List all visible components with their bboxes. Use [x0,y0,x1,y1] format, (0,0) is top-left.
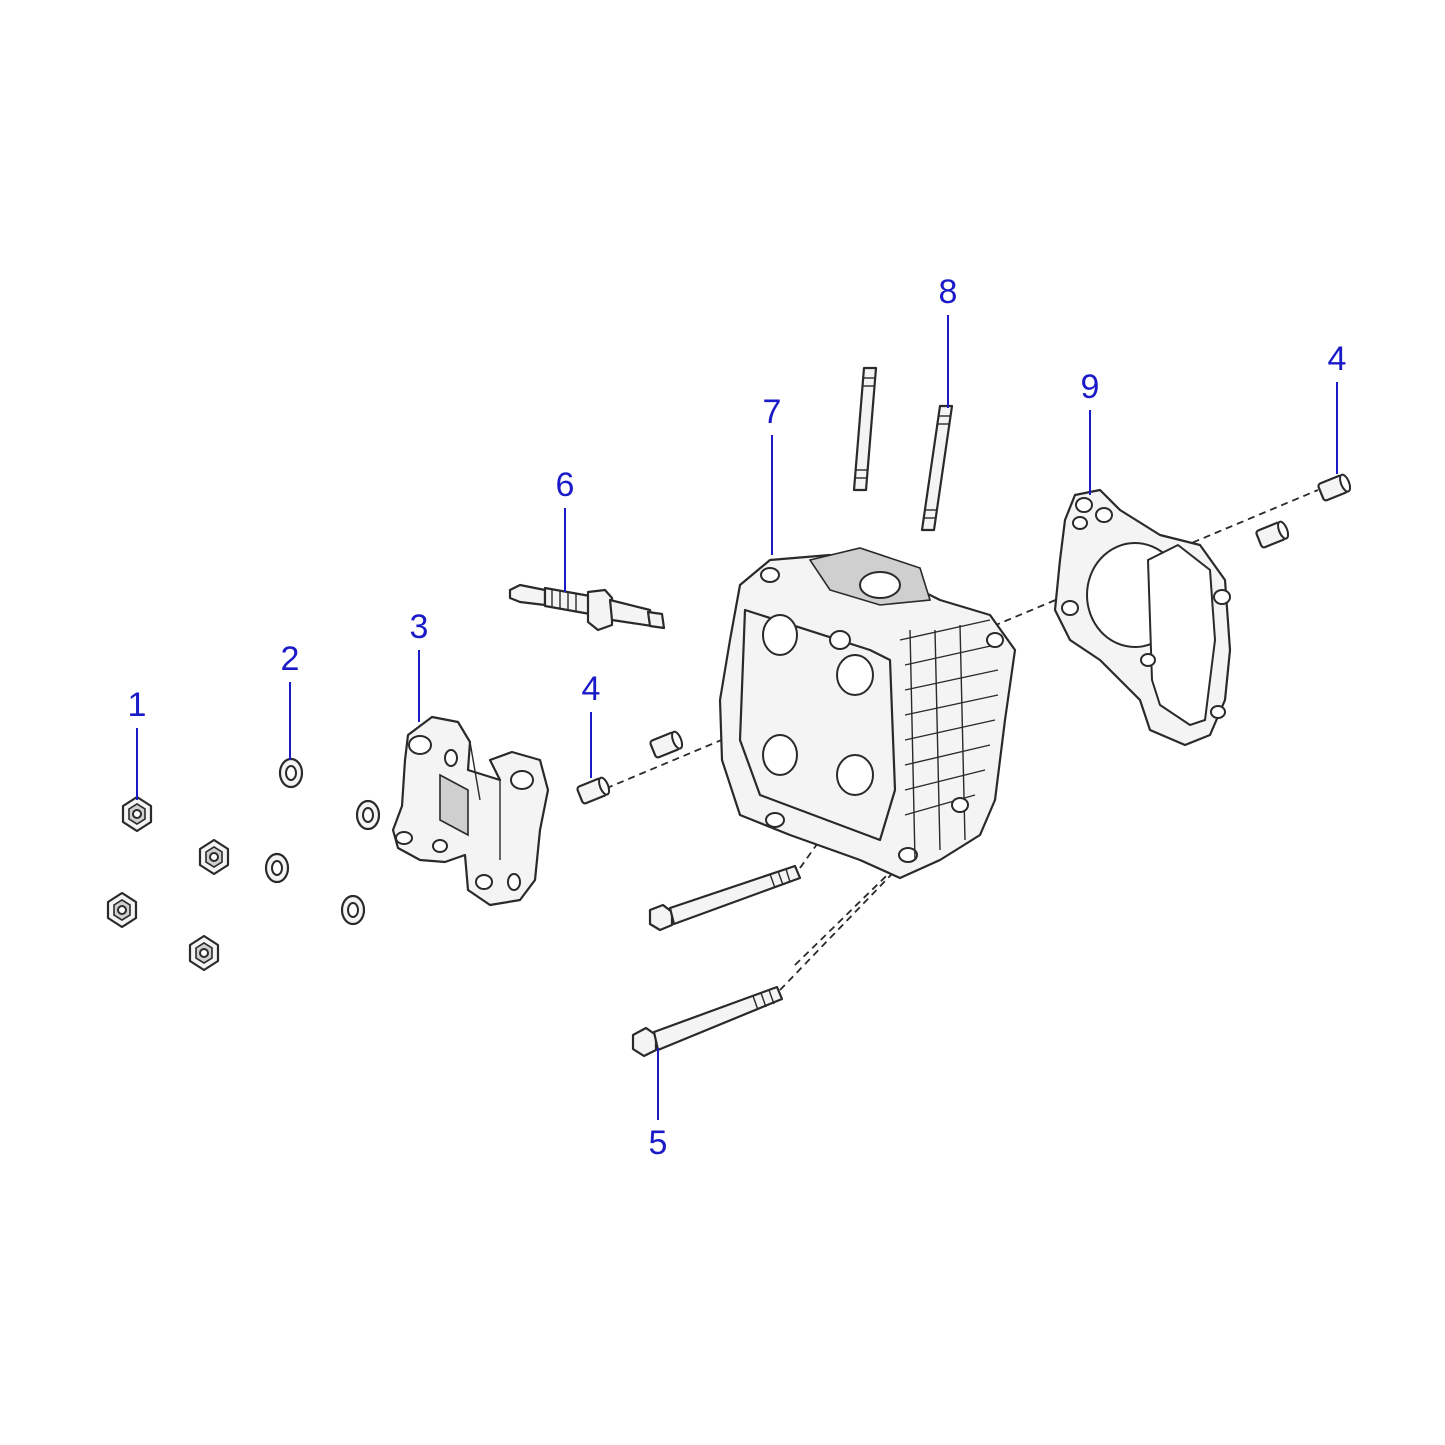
flange-nut [188,934,220,972]
flange-nut [198,838,230,876]
long-bolt [631,985,784,1058]
callout-leaders [136,315,1338,1120]
flange-nuts [106,795,230,972]
head-gasket [1053,488,1232,747]
washer [355,799,381,831]
callout-9: 9 [1081,368,1100,406]
callout-4-left: 4 [582,670,601,708]
callout-5: 5 [649,1124,668,1162]
cylinder-head [718,547,1017,880]
dowel-pin [1255,520,1290,549]
stud [852,366,878,492]
callout-8: 8 [939,273,958,311]
long-bolt [648,864,802,932]
callout-6: 6 [556,466,575,504]
rocker-bracket [391,715,550,907]
washer [264,852,290,884]
spark-plug [508,583,666,632]
dowel-pins [576,473,1352,805]
dowel-pin [649,730,684,759]
washers [264,757,381,926]
callout-3: 3 [410,608,429,646]
callout-7: 7 [763,393,782,431]
washer [340,894,366,926]
stud [920,404,954,532]
flange-nut [121,795,153,833]
washer [278,757,304,789]
dowel-pin [1317,473,1352,502]
callout-2: 2 [281,640,300,678]
studs [852,366,954,532]
dowel-pin [576,776,611,805]
flange-nut [106,891,138,929]
callout-1: 1 [128,686,147,724]
callout-4-right: 4 [1328,340,1347,378]
long-bolts [631,864,802,1058]
callout-labels: 1 2 3 4 4 5 6 7 8 9 [128,273,1347,1162]
